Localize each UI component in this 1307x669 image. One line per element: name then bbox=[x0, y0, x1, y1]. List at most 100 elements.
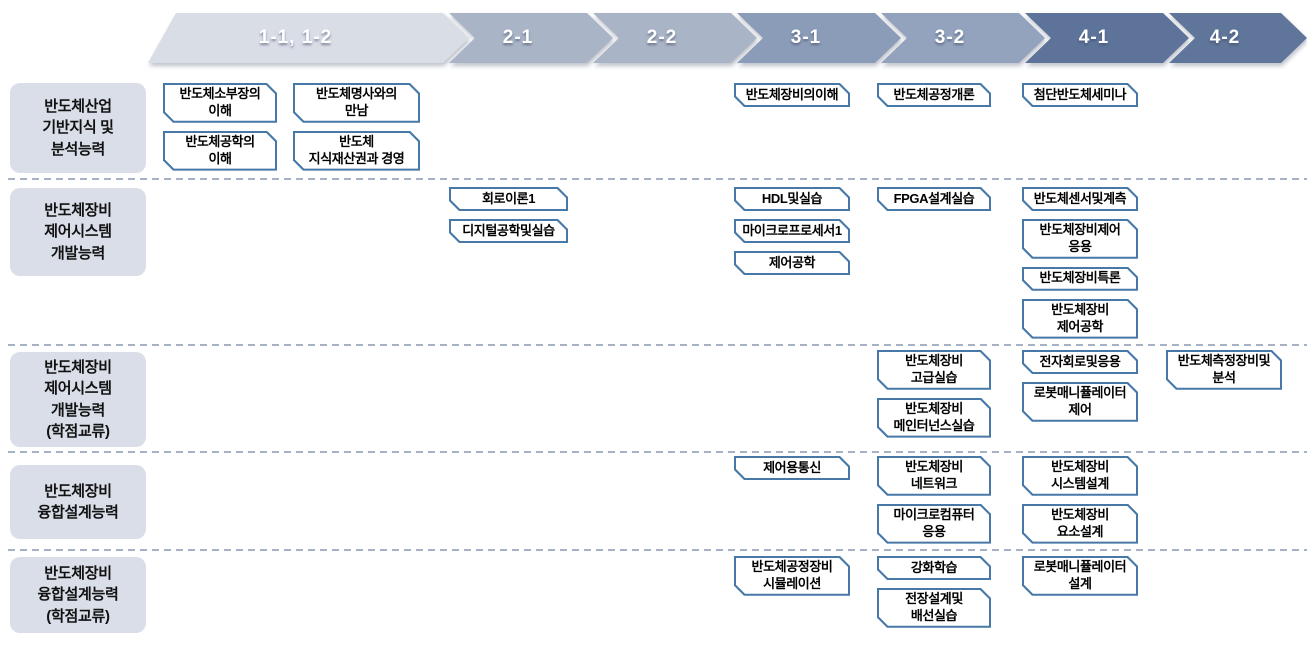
course-box: 반도체공학의 이해 bbox=[163, 131, 277, 171]
course-name: 로봇매니퓰레이터 제어 bbox=[1033, 385, 1127, 417]
semester-chevron: 4-1 bbox=[1025, 13, 1189, 63]
row-divider bbox=[8, 451, 1307, 453]
course-name: 첨단반도체세미나 bbox=[1033, 86, 1127, 102]
competency-row-label-text: 반도체장비 제어시스템 개발능력 (학점교류) bbox=[44, 358, 112, 440]
course-name: 마이크로컴퓨터 응용 bbox=[893, 506, 975, 539]
course-box: 반도체장비제어 응용 bbox=[1022, 219, 1138, 259]
course-box: 반도체장비 메인터넌스실습 bbox=[877, 398, 991, 438]
course-name: 반도체공정개론 bbox=[893, 86, 975, 102]
semester-cell: 반도체공정장비 시뮬레이션 bbox=[734, 556, 850, 596]
semester-chevron-label: 4-1 bbox=[1078, 27, 1110, 48]
course-name: 반도체장비 요소설계 bbox=[1051, 506, 1109, 539]
course-box: 반도체장비 시스템설계 bbox=[1022, 456, 1138, 496]
course-box: 마이크로컴퓨터 응용 bbox=[877, 504, 991, 544]
course-name: FPGA설계실습 bbox=[893, 190, 975, 206]
course-box: 반도체소부장의 이해 bbox=[163, 83, 277, 123]
semester-cell: 회로이론1 디지털공학및실습 bbox=[449, 187, 568, 243]
semester-chevron-label: 3-1 bbox=[790, 27, 822, 48]
course-box: 전장설계및 배선실습 bbox=[877, 588, 991, 628]
course-name: 반도체장비제어 응용 bbox=[1039, 222, 1121, 254]
course-box: 반도체장비특론 bbox=[1022, 267, 1138, 291]
course-name: HDL및실습 bbox=[761, 190, 823, 206]
semester-chevron: 1-1, 1-2 bbox=[148, 13, 469, 63]
row-divider bbox=[8, 178, 1307, 180]
course-box: 마이크로프로세서1 bbox=[734, 219, 850, 243]
semester-chevron: 3-2 bbox=[881, 13, 1045, 63]
course-box: 강화학습 bbox=[877, 556, 991, 580]
course-name: 디지털공학및실습 bbox=[462, 222, 555, 238]
course-box: 디지털공학및실습 bbox=[449, 219, 568, 243]
semester-chevron: 2-1 bbox=[449, 13, 613, 63]
course-box: 반도체장비 제어공학 bbox=[1022, 299, 1138, 339]
course-box: FPGA설계실습 bbox=[877, 187, 991, 211]
competency-row-label: 반도체장비 제어시스템 개발능력 (학점교류) bbox=[10, 352, 146, 447]
row-divider bbox=[8, 549, 1307, 551]
course-box: 반도체공정개론 bbox=[877, 83, 991, 107]
semester-cell: 반도체공정개론 bbox=[877, 83, 991, 107]
semester-cell: 로봇매니퓰레이터 설계 bbox=[1022, 556, 1138, 596]
competency-row-label: 반도체장비 융합설계능력 (학점교류) bbox=[10, 557, 146, 633]
course-box: 반도체측정장비및 분석 bbox=[1166, 350, 1282, 390]
course-name: 마이크로프로세서1 bbox=[742, 222, 842, 238]
course-name: 반도체장비 메인터넌스실습 bbox=[893, 400, 975, 433]
competency-row-label-text: 반도체장비 융합설계능력 bbox=[37, 482, 119, 521]
course-name: 제어용통신 bbox=[763, 459, 821, 475]
course-name: 반도체공정장비 시뮬레이션 bbox=[751, 559, 833, 591]
course-box: 반도체장비 고급실습 bbox=[877, 350, 991, 390]
course-box: 반도체 지식재산권과 경영 bbox=[293, 131, 420, 171]
course-name: 제어공학 bbox=[768, 254, 816, 270]
course-name: 강화학습 bbox=[910, 559, 958, 575]
semester-cell: 반도체측정장비및 분석 bbox=[1166, 350, 1282, 390]
course-name: 반도체장비 네트워크 bbox=[905, 459, 963, 491]
course-name: 반도체측정장비및 분석 bbox=[1177, 353, 1271, 385]
course-name: 반도체장비 고급실습 bbox=[905, 353, 963, 385]
course-box: 반도체장비의이해 bbox=[734, 83, 850, 107]
course-name: 반도체소부장의 이해 bbox=[179, 86, 261, 118]
course-name: 반도체장비 시스템설계 bbox=[1051, 459, 1109, 491]
semester-chevron-label: 2-1 bbox=[502, 27, 534, 48]
semester-chevron: 3-1 bbox=[737, 13, 901, 63]
course-name: 반도체 지식재산권과 경영 bbox=[308, 133, 405, 166]
competency-row-label: 반도체장비 제어시스템 개발능력 bbox=[10, 188, 146, 276]
semester-cell: 제어용통신 bbox=[734, 456, 850, 480]
course-name: 회로이론1 bbox=[481, 190, 536, 206]
course-name: 반도체장비 제어공학 bbox=[1051, 301, 1109, 334]
semester-cell: 반도체장비의이해 bbox=[734, 83, 850, 107]
course-name: 전장설계및 배선실습 bbox=[905, 591, 963, 623]
course-box: 반도체명사와의 만남 bbox=[293, 83, 420, 123]
competency-row-label: 반도체산업 기반지식 및 분석능력 bbox=[10, 83, 146, 173]
course-name: 반도체명사와의 만남 bbox=[316, 86, 397, 118]
course-name: 반도체센서및계측 bbox=[1033, 190, 1127, 206]
course-box: 로봇매니퓰레이터 설계 bbox=[1022, 556, 1138, 596]
course-box: HDL및실습 bbox=[734, 187, 850, 211]
semester-chevron-label: 3-2 bbox=[934, 27, 966, 48]
course-name: 반도체공학의 이해 bbox=[185, 133, 255, 166]
course-name: 반도체장비특론 bbox=[1039, 270, 1121, 286]
competency-row-label-text: 반도체장비 제어시스템 개발능력 bbox=[44, 202, 112, 262]
course-box: 반도체센서및계측 bbox=[1022, 187, 1138, 211]
course-box: 첨단반도체세미나 bbox=[1022, 83, 1138, 107]
competency-row-label: 반도체장비 융합설계능력 bbox=[10, 465, 146, 539]
competency-row-label-text: 반도체장비 융합설계능력 (학점교류) bbox=[37, 565, 119, 625]
semester-cell: 첨단반도체세미나 bbox=[1022, 83, 1138, 107]
semester-chevron-label: 4-2 bbox=[1209, 27, 1241, 48]
row-divider bbox=[8, 344, 1307, 346]
semester-timeline: 1-1, 1-2 2-1 2-2 3-1 3-2 4-1 4-2 bbox=[0, 0, 1307, 75]
semester-chevron: 2-2 bbox=[593, 13, 757, 63]
semester-chevron-label: 2-2 bbox=[646, 27, 678, 48]
